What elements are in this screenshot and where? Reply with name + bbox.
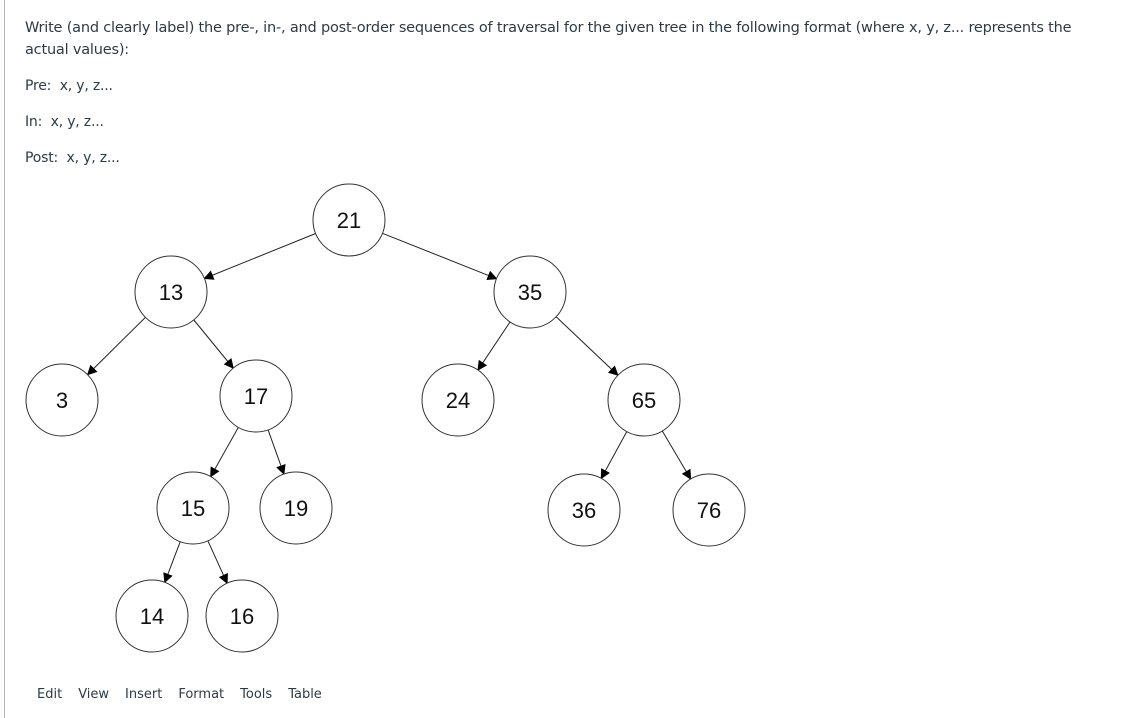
edge-arrow-35-to-65 <box>555 316 619 376</box>
node-circle <box>312 183 386 257</box>
node-circle <box>156 471 230 545</box>
node-value: 15 <box>181 496 205 521</box>
edge-arrow-15-to-14 <box>163 541 181 584</box>
format-label-pre: Pre: <box>25 78 52 94</box>
edge-arrow-17-to-15 <box>210 427 239 478</box>
tree-node-16: 16 <box>205 579 279 653</box>
node-circle <box>259 471 333 545</box>
node-value: 19 <box>284 496 308 521</box>
format-line-post: Post: x, y, z... <box>25 147 1115 169</box>
node-circle <box>134 255 208 329</box>
node-circle <box>205 579 279 653</box>
edge-arrow-17-to-19 <box>267 429 286 476</box>
tree-node-21: 21 <box>312 183 386 257</box>
node-circle <box>25 363 99 437</box>
menu-format[interactable]: Format <box>178 687 225 702</box>
node-value: 13 <box>159 280 183 305</box>
node-value: 65 <box>632 388 656 413</box>
question-prompt: Write (and clearly label) the pre-, in-,… <box>25 20 1072 58</box>
tree-node-76: 76 <box>672 473 746 547</box>
node-value: 14 <box>140 604 164 629</box>
edge-arrow-13-to-17 <box>193 319 234 369</box>
node-value: 17 <box>244 384 268 409</box>
node-circle <box>547 473 621 547</box>
format-value-in: x, y, z... <box>50 114 104 130</box>
edge-arrow-35-to-24 <box>477 321 511 371</box>
tree-node-24: 24 <box>421 363 495 437</box>
menu-insert[interactable]: Insert <box>125 687 163 702</box>
node-value: 21 <box>337 208 361 233</box>
format-value-pre: x, y, z... <box>59 78 113 94</box>
question-text: Write (and clearly label) the pre-, in-,… <box>25 17 1115 183</box>
menu-edit[interactable]: Edit <box>37 687 63 702</box>
menu-table[interactable]: Table <box>288 687 322 702</box>
tree-node-35: 35 <box>493 255 567 329</box>
edge-arrow-21-to-35 <box>382 232 498 281</box>
node-value: 3 <box>56 388 68 413</box>
tree-edges <box>86 232 692 585</box>
node-circle <box>115 579 189 653</box>
content-left-border <box>4 0 5 718</box>
edge-arrow-21-to-13 <box>203 233 316 280</box>
node-circle <box>607 363 681 437</box>
editor-menubar: Edit View Insert Format Tools Table <box>37 687 338 702</box>
node-circle <box>219 359 293 433</box>
menu-view[interactable]: View <box>78 687 110 702</box>
node-circle <box>672 473 746 547</box>
node-circle <box>421 363 495 437</box>
node-value: 36 <box>572 498 596 523</box>
edge-arrow-13-to-3 <box>86 316 146 376</box>
format-label-post: Post: <box>25 150 59 166</box>
tree-node-15: 15 <box>156 471 230 545</box>
node-value: 35 <box>518 280 542 305</box>
format-value-post: x, y, z... <box>66 150 120 166</box>
tree-node-19: 19 <box>259 471 333 545</box>
edge-arrow-65-to-36 <box>600 431 628 480</box>
edge-arrow-65-to-76 <box>661 430 692 480</box>
node-value: 24 <box>446 388 470 413</box>
edge-arrow-15-to-16 <box>207 540 228 585</box>
node-value: 16 <box>230 604 254 629</box>
format-label-in: In: <box>25 114 43 130</box>
node-circle <box>493 255 567 329</box>
tree-nodes: 21 13 35 3 17 24 65 15 19 36 76 14 16 <box>25 183 746 653</box>
tree-node-3: 3 <box>25 363 99 437</box>
menu-tools[interactable]: Tools <box>240 687 273 702</box>
tree-node-65: 65 <box>607 363 681 437</box>
node-value: 76 <box>697 498 721 523</box>
tree-node-13: 13 <box>134 255 208 329</box>
format-line-in: In: x, y, z... <box>25 111 1115 133</box>
format-line-pre: Pre: x, y, z... <box>25 75 1115 97</box>
tree-node-17: 17 <box>219 359 293 433</box>
tree-node-36: 36 <box>547 473 621 547</box>
tree-node-14: 14 <box>115 579 189 653</box>
